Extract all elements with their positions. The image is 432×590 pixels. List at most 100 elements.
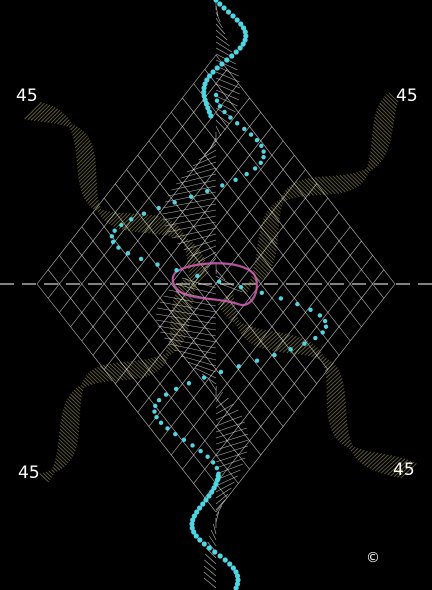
string-lines [155, 0, 249, 589]
ribbon-strand [400, 463, 417, 479]
ribbon-strand [95, 206, 101, 211]
ribbon-strand [377, 455, 396, 473]
ribbon-strand [280, 197, 285, 202]
ribbon-strand [366, 167, 371, 172]
ribbon-strand [165, 223, 177, 236]
ribbon-strand [58, 435, 76, 452]
helix-bead [219, 61, 225, 67]
ribbon-strand [290, 339, 306, 354]
ribbon-strand [169, 330, 183, 344]
helix-bead [181, 437, 187, 442]
ribbon-strand [60, 418, 79, 436]
helix-bead [243, 33, 249, 39]
ribbon-strand [58, 438, 75, 455]
ribbon-strand [325, 364, 336, 375]
ribbon-strand [151, 357, 162, 369]
ribbon-strand [268, 333, 287, 351]
ribbon-strand [322, 358, 327, 363]
ribbon-strand [131, 214, 149, 232]
helix-bead [202, 97, 208, 103]
ribbon-strand [165, 352, 169, 357]
string-line [215, 23, 226, 35]
grid-line [193, 83, 373, 313]
string-line [203, 571, 217, 583]
label-bottom-left: 45 [18, 463, 40, 483]
helix-bead [224, 57, 230, 63]
ribbon-strand [63, 406, 80, 422]
ribbon-strand [158, 220, 173, 235]
string-line [176, 173, 217, 185]
grid-line [159, 212, 340, 441]
ribbon-strand [175, 291, 193, 308]
ribbon-strand [274, 202, 282, 210]
helix-bead [195, 273, 200, 279]
ribbon-strand [71, 391, 82, 401]
ribbon-strand [84, 377, 93, 385]
string-line [180, 355, 217, 367]
ribbon-strand [257, 243, 275, 261]
helix-bead [234, 17, 240, 23]
ribbon-strand [30, 103, 48, 121]
helix-bead [234, 581, 241, 587]
ribbon-strand [54, 461, 63, 469]
string-line [215, 11, 221, 23]
helix-bead [261, 154, 266, 160]
ribbon-strand [83, 182, 97, 197]
ribbon-strand [134, 214, 153, 233]
ribbon-strand [276, 201, 283, 207]
helix-bead [205, 188, 210, 194]
grid-line [171, 226, 351, 456]
ribbon-strand [69, 124, 73, 128]
string-line [198, 149, 217, 161]
helix-bead [240, 25, 247, 31]
ribbon-strand [188, 259, 206, 277]
ribbon-strand [137, 360, 153, 375]
string-line [160, 331, 217, 343]
ribbon-strand [92, 369, 106, 383]
string-line [215, 493, 229, 505]
helix-bead [323, 324, 329, 329]
ribbon-strand [109, 363, 128, 381]
ribbon-strand [47, 109, 61, 123]
string-line [215, 499, 226, 511]
string-line [198, 251, 217, 263]
ribbon-strand [184, 240, 191, 247]
ribbon-strand [355, 449, 365, 459]
string-line [167, 221, 217, 233]
string-line [190, 245, 217, 257]
ribbon-strand [236, 321, 242, 327]
string-line [208, 535, 217, 547]
ribbon-strand [248, 328, 263, 343]
helix-bead [201, 93, 207, 99]
grid-line [148, 140, 329, 370]
helix-bead [242, 29, 248, 35]
ribbon-strand [44, 108, 58, 123]
helix-bead [156, 205, 161, 211]
ribbon-strand [68, 396, 81, 408]
string-line [215, 113, 230, 125]
ribbon-strand [326, 381, 344, 397]
ribbon-strand [373, 120, 392, 138]
ribbon-strand [127, 213, 146, 232]
helix-bead [190, 517, 196, 523]
string-line [215, 35, 230, 47]
ribbon-strand [93, 203, 100, 210]
helix-bead [158, 420, 164, 426]
helix-bead [163, 392, 169, 397]
helix-bead [235, 121, 240, 126]
ribbon-strand [70, 125, 76, 131]
ribbon-strand [78, 386, 84, 392]
string-line [204, 553, 217, 565]
ribbon-strand [144, 216, 162, 234]
helix-bead [188, 194, 194, 199]
string-line [159, 301, 217, 313]
helix-bead [112, 228, 117, 233]
helix-bead [308, 307, 313, 312]
ribbon-strand [55, 455, 67, 466]
string-line [215, 415, 243, 427]
helix-bead [206, 493, 212, 499]
helix-bead [222, 109, 227, 115]
ribbon-strand [349, 445, 354, 450]
